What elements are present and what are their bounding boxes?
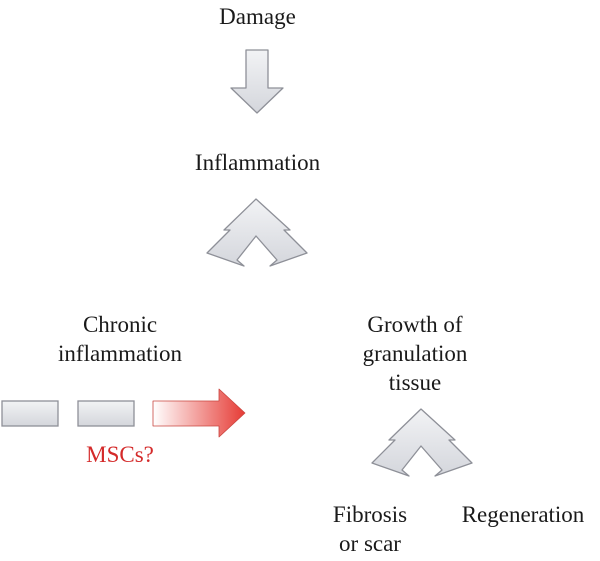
- split-arrow-icon: [371, 408, 473, 477]
- down-arrow-icon: [230, 49, 284, 114]
- damage-label: Damage: [219, 4, 296, 29]
- mscs-label: MSCs?: [86, 442, 154, 467]
- chronic-inflammation-label: Chronic inflammation: [58, 312, 182, 366]
- red-right-arrow-icon: [152, 388, 246, 438]
- inflammation-label: Inflammation: [194, 150, 321, 175]
- granulation-tissue-label: Growth of granulation tissue: [362, 312, 468, 395]
- arrow-segment-box: [1, 400, 59, 427]
- regeneration-label: Regeneration: [461, 502, 585, 527]
- arrow-segment-box: [77, 400, 135, 427]
- fibrosis-label: Fibrosis or scar: [332, 502, 408, 556]
- split-arrow-icon: [206, 198, 308, 267]
